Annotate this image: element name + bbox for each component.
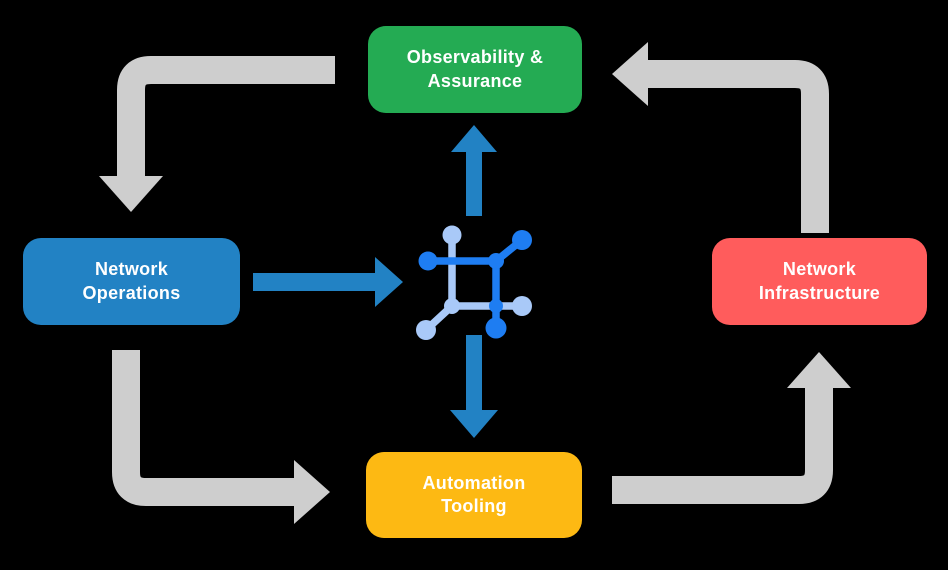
node-infrastructure-label: Network Infrastructure (758, 259, 881, 303)
arrow-center-icon-to-observability (451, 125, 497, 216)
node-automation-label: Automation Tooling (422, 472, 526, 516)
node-operations-label: Network Operations (82, 259, 181, 303)
flow-arrow-operations-to-automation (112, 350, 330, 524)
arrow-operations-to-center-icon (253, 257, 403, 307)
node-observability-label: Observability & Assurance (406, 47, 544, 91)
flow-arrow-infrastructure-to-observability (612, 42, 829, 233)
flow-arrow-automation-to-infrastructure (612, 352, 851, 504)
arrow-center-icon-to-automation (450, 335, 498, 438)
node-network-infrastructure: Network Infrastructure (712, 238, 927, 325)
node-network-operations: Network Operations (23, 238, 240, 325)
network-mesh-icon (416, 225, 532, 340)
node-observability-assurance: Observability & Assurance (368, 26, 582, 113)
node-automation-tooling: Automation Tooling (366, 452, 582, 538)
flow-arrow-observability-to-operations (99, 56, 335, 212)
